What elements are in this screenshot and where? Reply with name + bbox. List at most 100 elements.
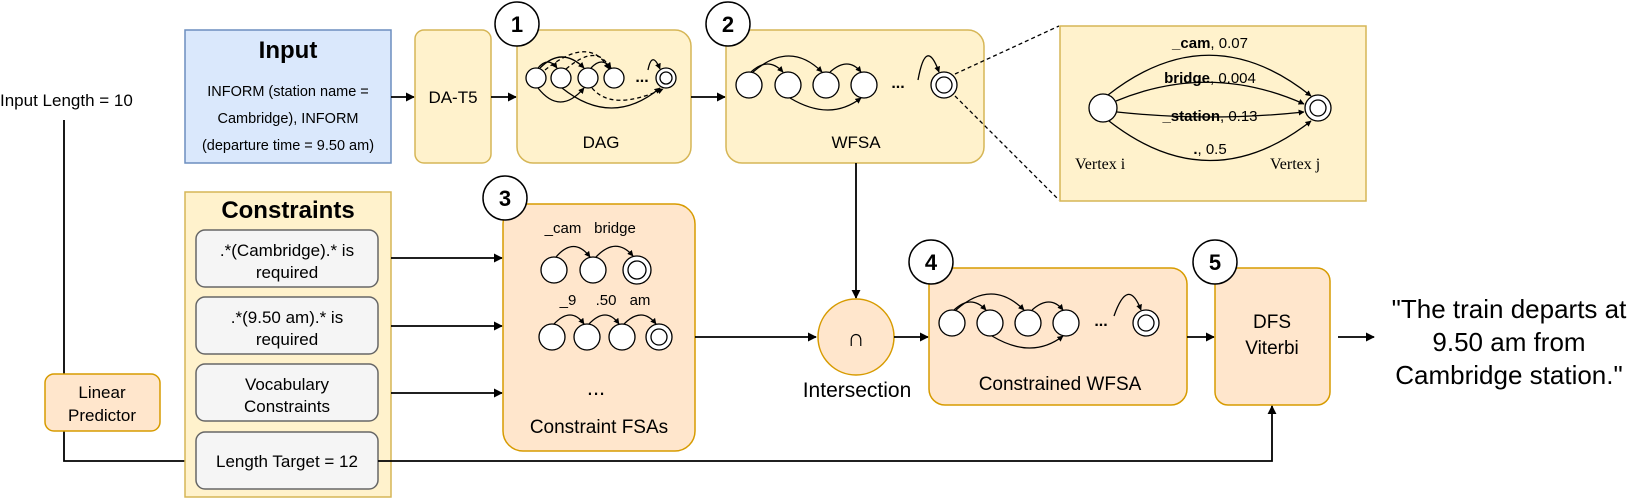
input-length-to-length-target-line bbox=[63, 120, 195, 466]
fsa2-node bbox=[538, 323, 566, 351]
wfsa-edge bbox=[829, 63, 862, 73]
fsa2-edge bbox=[588, 314, 620, 325]
wfsa-node bbox=[850, 71, 878, 99]
dag-edge bbox=[591, 87, 664, 101]
dfs-viterbi-badge bbox=[1192, 239, 1238, 285]
constrained-wfsa-node bbox=[938, 309, 966, 337]
linear-predictor-line-2: Predictor bbox=[68, 406, 136, 425]
fsa2-token: am bbox=[630, 292, 651, 309]
fsa1-final-node-inner bbox=[627, 260, 647, 280]
constraint-item-cambridge-line-1: .*(Cambridge).* is bbox=[220, 241, 354, 260]
constrained-wfsa-node bbox=[1014, 309, 1042, 337]
constraint-item-cambridge-line-2: required bbox=[256, 263, 318, 282]
linear-predictor-box: Linear Predictor bbox=[44, 373, 161, 432]
wfsa-node bbox=[774, 71, 802, 99]
constraint-fsas-badge bbox=[482, 175, 528, 221]
input-line-1: INFORM (station name = bbox=[207, 84, 369, 100]
fsa2-final-node-inner bbox=[650, 328, 668, 346]
intersection-node: ∩ Intersection bbox=[803, 298, 912, 402]
input-line-3: (departure time = 9.50 am) bbox=[202, 138, 374, 154]
zoom-edge bbox=[1115, 81, 1305, 105]
wfsa-node bbox=[812, 71, 840, 99]
wfsa-label: WFSA bbox=[831, 133, 881, 152]
wfsa-final-node-inner bbox=[935, 76, 953, 94]
fsa1-token: bridge bbox=[594, 220, 636, 237]
output-line-3: Cambridge station." bbox=[1395, 360, 1622, 390]
zoom-edge-label-3: _station, 0.13 bbox=[1161, 108, 1257, 125]
fsa2-edge bbox=[623, 314, 657, 325]
dag-edge bbox=[647, 59, 661, 71]
zoom-box: _cam, 0.07 bridge, 0.004 _station, 0.13 … bbox=[1059, 25, 1367, 202]
dfs-viterbi-badge-number: 5 bbox=[1209, 250, 1221, 275]
zoom-edge bbox=[1116, 109, 1305, 118]
constrained-wfsa-badge-number: 4 bbox=[925, 250, 938, 275]
constrained-wfsa-edge bbox=[955, 293, 1025, 311]
zoom-edge bbox=[1108, 120, 1312, 162]
constraint-item-time-line-1: .*(9.50 am).* is bbox=[231, 308, 343, 327]
constrained-wfsa-label: Constrained WFSA bbox=[979, 374, 1142, 395]
constrained-wfsa-node bbox=[1052, 309, 1080, 337]
input-length-label: Input Length = 10 bbox=[0, 91, 133, 110]
fsa1-node bbox=[579, 256, 607, 284]
constrained-wfsa-box: ... Constrained WFSA bbox=[928, 267, 1188, 406]
constraint-item-time-line-2: required bbox=[256, 330, 318, 349]
input-title: Input bbox=[259, 37, 318, 64]
dag-edge bbox=[539, 56, 585, 69]
dag-node bbox=[525, 67, 547, 89]
fsa2-edge bbox=[553, 314, 585, 325]
constrained-wfsa-edge bbox=[1031, 301, 1064, 311]
output-line-1: "The train departs at bbox=[1392, 294, 1627, 324]
constraints-title: Constraints bbox=[221, 197, 354, 224]
wfsa-badge-number: 2 bbox=[722, 12, 734, 37]
constraint-fsas-ellipsis: ... bbox=[587, 375, 605, 400]
constrained-wfsa-node bbox=[976, 309, 1004, 337]
dfs-viterbi-box: DFS Viterbi bbox=[1214, 267, 1331, 406]
fsa2-token: .50 bbox=[596, 292, 617, 309]
fsa2-token: _9 bbox=[559, 292, 577, 309]
linear-predictor-line-1: Linear bbox=[78, 383, 126, 402]
wfsa-ellipsis: ... bbox=[891, 75, 904, 92]
dag-edge bbox=[565, 54, 611, 70]
vertex-j-label: Vertex j bbox=[1270, 156, 1320, 173]
wfsa-edge bbox=[752, 55, 823, 73]
dag-edge bbox=[537, 87, 585, 103]
da-t5-box: DA-T5 bbox=[414, 29, 492, 164]
dag-box: ... DAG bbox=[516, 29, 692, 164]
dfs-viterbi-line-1: DFS bbox=[1253, 312, 1291, 333]
zoom-line-top bbox=[954, 25, 1060, 75]
fsa2-node bbox=[573, 323, 601, 351]
wfsa-edge bbox=[750, 63, 784, 73]
dag-node bbox=[577, 67, 599, 89]
constraint-fsas-box: _cam bridge _9 .50 am ... Constraint FSA… bbox=[502, 203, 696, 452]
fsa1-token: _cam bbox=[544, 220, 582, 237]
dag-node bbox=[550, 67, 572, 89]
dag-ellipsis: ... bbox=[635, 69, 648, 86]
constraint-item-time bbox=[195, 296, 379, 355]
constraint-item-length-target-label: Length Target = 12 bbox=[216, 452, 358, 471]
output-line-2: 9.50 am from bbox=[1432, 327, 1585, 357]
vertex-i-label: Vertex i bbox=[1075, 156, 1126, 173]
zoom-edge-label-1: _cam, 0.07 bbox=[1171, 35, 1248, 52]
zoom-edge-label-4: ., 0.5 bbox=[1193, 141, 1226, 158]
da-t5-label: DA-T5 bbox=[428, 88, 477, 107]
constraint-fsas-label: Constraint FSAs bbox=[530, 417, 668, 438]
zoom-edge bbox=[1107, 54, 1312, 97]
vertex-i-node bbox=[1088, 93, 1118, 123]
constrained-wfsa-edge bbox=[953, 301, 987, 311]
constrained-wfsa-final-node-inner bbox=[1137, 314, 1155, 332]
fsa1-edge bbox=[595, 245, 634, 258]
constrained-wfsa-edge bbox=[991, 335, 1064, 349]
constrained-wfsa-badge bbox=[908, 239, 954, 285]
constrained-wfsa-edge bbox=[1113, 293, 1142, 317]
vertex-j-node-inner bbox=[1309, 99, 1327, 117]
dag-node bbox=[603, 67, 625, 89]
dag-label: DAG bbox=[583, 133, 620, 152]
dag-edge bbox=[544, 51, 610, 71]
intersection-label: Intersection bbox=[803, 379, 912, 402]
fsa2-node bbox=[608, 323, 636, 351]
zoom-edge-label-2: bridge, 0.004 bbox=[1164, 70, 1256, 87]
output-text: "The train departs at 9.50 am from Cambr… bbox=[1392, 294, 1627, 390]
length-target-to-viterbi-line bbox=[378, 405, 1277, 462]
constraint-item-vocabulary-line-1: Vocabulary bbox=[245, 375, 330, 394]
dag-badge-number: 1 bbox=[511, 12, 523, 37]
